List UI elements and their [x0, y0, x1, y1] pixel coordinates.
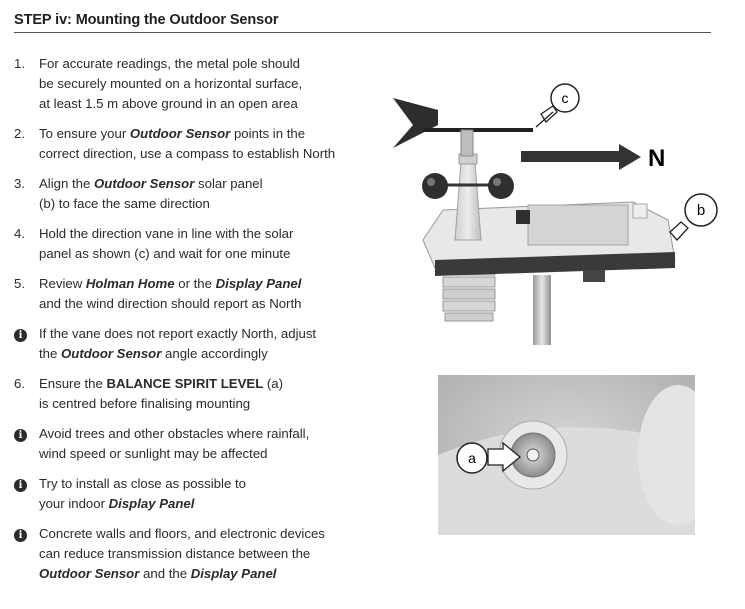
text-segment: (a)	[263, 376, 284, 391]
text-segment: and the wind direction should report as …	[39, 296, 302, 311]
text-segment: Ensure the	[39, 376, 107, 391]
text-segment: wind speed or sunlight may be affected	[39, 446, 268, 461]
north-label: N	[648, 145, 665, 172]
instruction-text: Hold the direction vane in line with the…	[39, 224, 359, 264]
instruction-text: Align the Outdoor Sensor solar panel (b) …	[39, 174, 359, 214]
text-segment: solar panel	[194, 176, 263, 191]
text-line: wind speed or sunlight may be affected	[39, 444, 359, 464]
product-name: Display Panel	[190, 566, 277, 581]
callout-c: c	[535, 83, 580, 128]
text-segment: at least 1.5 m above ground in an open a…	[39, 96, 298, 111]
text-segment: For accurate readings, the metal pole sh…	[39, 56, 300, 71]
text-segment: panel as shown (c) and wait for one minu…	[39, 246, 291, 261]
step-number: 1.	[14, 56, 25, 71]
instruction-text: Concrete walls and floors, and electroni…	[39, 524, 359, 584]
instruction-text: Ensure the BALANCE SPIRIT LEVEL (a) is ce…	[39, 374, 359, 414]
text-segment: correct direction, use a compass to esta…	[39, 146, 336, 161]
product-name: Outdoor Sensor	[129, 126, 231, 141]
direction-vane	[393, 98, 533, 157]
instruction-text: Try to install as close as possible to yo…	[39, 474, 359, 514]
text-line: is centred before finalising mounting	[39, 394, 359, 414]
callout-b: b	[669, 193, 718, 241]
text-segment: Hold the direction vane in line with the…	[39, 226, 294, 241]
text-segment: or the	[174, 276, 216, 291]
text-segment: Review	[39, 276, 86, 291]
part-name: BALANCE SPIRIT LEVEL	[106, 376, 264, 391]
instruction-text: If the vane does not report exactly Nort…	[39, 324, 359, 364]
callout-b-label: b	[697, 202, 705, 219]
info-icon: i	[14, 324, 36, 344]
text-segment: angle accordingly	[161, 346, 268, 361]
callout-a-label: a	[468, 450, 476, 466]
text-line: the Outdoor Sensor angle accordingly	[39, 344, 359, 364]
text-line: Review Holman Home or the Display Panel	[39, 274, 359, 294]
text-segment: your indoor	[39, 496, 109, 511]
product-name: Display Panel	[108, 496, 195, 511]
north-arrow: N	[521, 144, 665, 172]
product-name: Outdoor Sensor	[39, 566, 140, 581]
text-segment: is centred before finalising mounting	[39, 396, 251, 411]
sensor-mast	[454, 161, 482, 241]
text-segment: (b) to face the same direction	[39, 196, 210, 211]
text-line: If the vane does not report exactly Nort…	[39, 324, 359, 344]
text-segment: Try to install as close as possible to	[39, 476, 246, 491]
info-icon: i	[14, 424, 36, 444]
info-icon: i	[14, 474, 36, 494]
info-icon-glyph: i	[14, 429, 27, 442]
text-segment: points in the	[230, 126, 306, 141]
text-line: Try to install as close as possible to	[39, 474, 359, 494]
text-segment: be securely mounted on a horizontal surf…	[39, 76, 303, 91]
product-name: Display Panel	[215, 276, 302, 291]
step-number: 5.	[14, 276, 25, 291]
text-line: Avoid trees and other obstacles where ra…	[39, 424, 359, 444]
text-line: can reduce transmission distance between…	[39, 544, 359, 564]
text-line: To ensure your Outdoor Sensor points in …	[39, 124, 359, 144]
callout-a: a	[456, 441, 522, 474]
product-name: Holman Home	[85, 276, 175, 291]
info-icon-glyph: i	[14, 329, 27, 342]
text-line: Align the Outdoor Sensor solar panel	[39, 174, 359, 194]
text-segment: the	[39, 346, 61, 361]
mounting-pole	[533, 275, 551, 345]
text-line: at least 1.5 m above ground in an open a…	[39, 94, 359, 114]
product-name: Outdoor Sensor	[94, 176, 195, 191]
text-segment: Concrete walls and floors, and electroni…	[39, 526, 325, 541]
text-line: your indoor Display Panel	[39, 494, 359, 514]
instruction-text: For accurate readings, the metal pole sh…	[39, 54, 359, 114]
text-segment: and the	[139, 566, 191, 581]
text-line: Outdoor Sensor and the Display Panel	[39, 564, 359, 584]
text-line: be securely mounted on a horizontal surf…	[39, 74, 359, 94]
step-number: 2.	[14, 126, 25, 141]
text-line: For accurate readings, the metal pole sh…	[39, 54, 359, 74]
info-icon-glyph: i	[14, 479, 27, 492]
text-segment: Avoid trees and other obstacles where ra…	[39, 426, 310, 441]
text-line: Hold the direction vane in line with the…	[39, 224, 359, 244]
anemometer-cups	[422, 173, 514, 199]
instruction-text: To ensure your Outdoor Sensor points in …	[39, 124, 359, 164]
text-line: Ensure the BALANCE SPIRIT LEVEL (a)	[39, 374, 359, 394]
callout-c-label: c	[562, 90, 569, 106]
solar-panel	[527, 204, 629, 246]
step-number: 4.	[14, 226, 25, 241]
spirit-level	[498, 420, 568, 490]
instruction-text: Avoid trees and other obstacles where ra…	[39, 424, 359, 464]
product-name: Outdoor Sensor	[61, 346, 162, 361]
spirit-level-photo: a	[438, 375, 695, 535]
info-icon-glyph: i	[14, 529, 27, 542]
page-title: STEP iv: Mounting the Outdoor Sensor	[14, 12, 711, 33]
text-segment: Align the	[39, 176, 94, 191]
step-number: 6.	[14, 376, 25, 391]
text-line: (b) to face the same direction	[39, 194, 359, 214]
outdoor-sensor-illustration: c N b	[393, 83, 718, 345]
text-segment: can reduce transmission distance between…	[39, 546, 311, 561]
text-line: panel as shown (c) and wait for one minu…	[39, 244, 359, 264]
text-segment: If the vane does not report exactly Nort…	[39, 326, 317, 341]
info-icon: i	[14, 524, 36, 544]
instruction-text: Review Holman Home or the Display Panel a…	[39, 274, 359, 314]
text-line: Concrete walls and floors, and electroni…	[39, 524, 359, 544]
step-number: 3.	[14, 176, 25, 191]
text-line: correct direction, use a compass to esta…	[39, 144, 359, 164]
text-line: and the wind direction should report as …	[39, 294, 359, 314]
text-segment: To ensure your	[39, 126, 130, 141]
